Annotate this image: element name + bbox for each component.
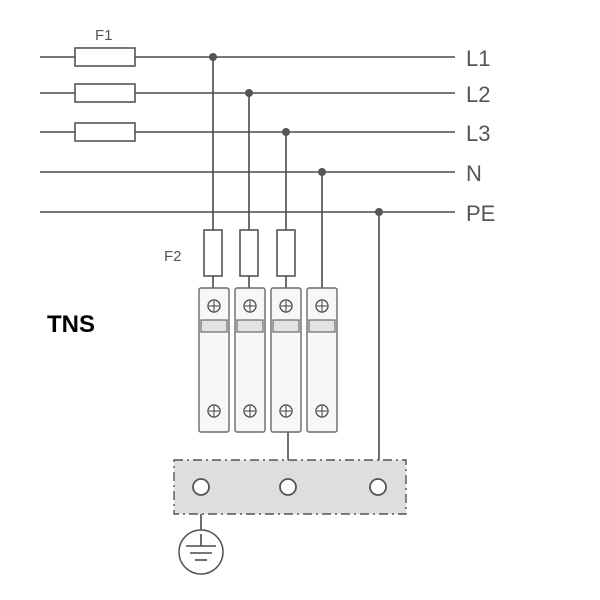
junction-n	[318, 168, 326, 176]
ground-icon	[178, 529, 224, 575]
screw-terminal-icon	[279, 404, 293, 418]
bar-terminal-earth	[192, 478, 210, 496]
fuse-f2-l1	[203, 229, 223, 277]
fuse-f1-l3	[74, 122, 136, 142]
screw-terminal-icon	[207, 299, 221, 313]
spd-module-l2	[234, 287, 266, 433]
screw-terminal-icon	[315, 404, 329, 418]
bar-terminal-pe	[369, 478, 387, 496]
fuse-f2-l3	[276, 229, 296, 277]
label-l2: L2	[466, 82, 490, 107]
label-f1: F1	[95, 27, 113, 44]
junction-l1	[209, 53, 217, 61]
screw-terminal-icon	[243, 299, 257, 313]
screw-terminal-icon	[315, 299, 329, 313]
screw-terminal-icon	[279, 299, 293, 313]
fuse-f1-l1	[74, 47, 136, 67]
spd-module-l3	[270, 287, 302, 433]
label-l1: L1	[466, 46, 490, 71]
system-title: TNS	[47, 311, 95, 338]
label-pe: PE	[466, 201, 495, 226]
screw-terminal-icon	[243, 404, 257, 418]
junction-l3	[282, 128, 290, 136]
bar-terminal-spd	[279, 478, 297, 496]
fuse-f1-l2	[74, 83, 136, 103]
junction-l2	[245, 89, 253, 97]
label-l3: L3	[466, 121, 490, 146]
label-n: N	[466, 161, 482, 186]
spd-module-n	[306, 287, 338, 433]
spd-module-l1	[198, 287, 230, 433]
junction-pe	[375, 208, 383, 216]
screw-terminal-icon	[207, 404, 221, 418]
fuse-f2-l2	[239, 229, 259, 277]
label-f2: F2	[164, 248, 182, 265]
